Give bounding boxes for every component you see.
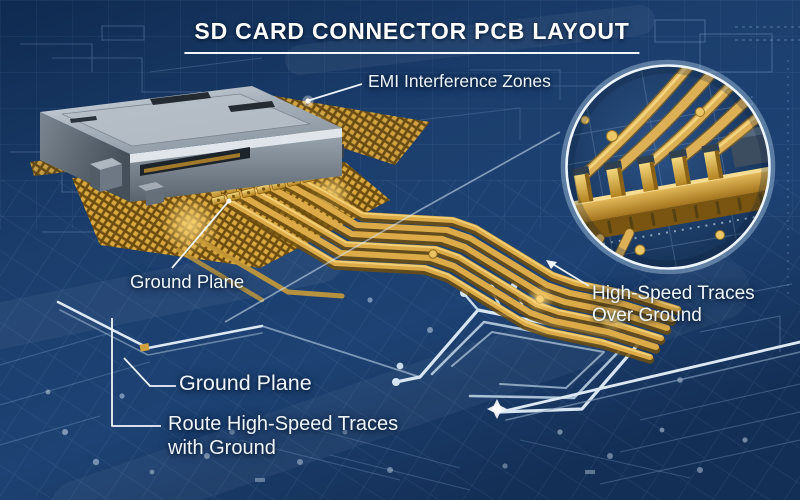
label-route-high-speed-traces: Route High-Speed Traces with Ground	[168, 413, 398, 460]
blueprint-pads	[45, 297, 748, 482]
label-hst-line2: Over Ground	[592, 305, 702, 327]
label-hst-line1: High-Speed Traces	[592, 283, 755, 304]
label-ground-plane-lower: Ground Plane	[179, 371, 312, 395]
label-ground-plane-upper: Ground Plane	[130, 271, 245, 292]
label-route-line2: with Ground	[168, 436, 276, 459]
sd-card-connector	[40, 86, 344, 206]
label-high-speed-traces-over-ground: High-Speed Traces Over Ground	[592, 283, 755, 328]
label-emi-interference-zones: EMI Interference Zones	[368, 71, 551, 91]
light-trace-line	[224, 131, 561, 323]
blueprint-circuit-lines	[0, 19, 800, 491]
page-title: SD CARD CONNECTOR PCB LAYOUT	[184, 16, 640, 54]
magnifier-circle	[560, 59, 776, 275]
label-route-line1: Route High-Speed Traces	[168, 413, 399, 435]
magnifier-inset	[567, 66, 769, 268]
gold-traces	[175, 176, 683, 364]
leader-lines	[111, 83, 590, 427]
